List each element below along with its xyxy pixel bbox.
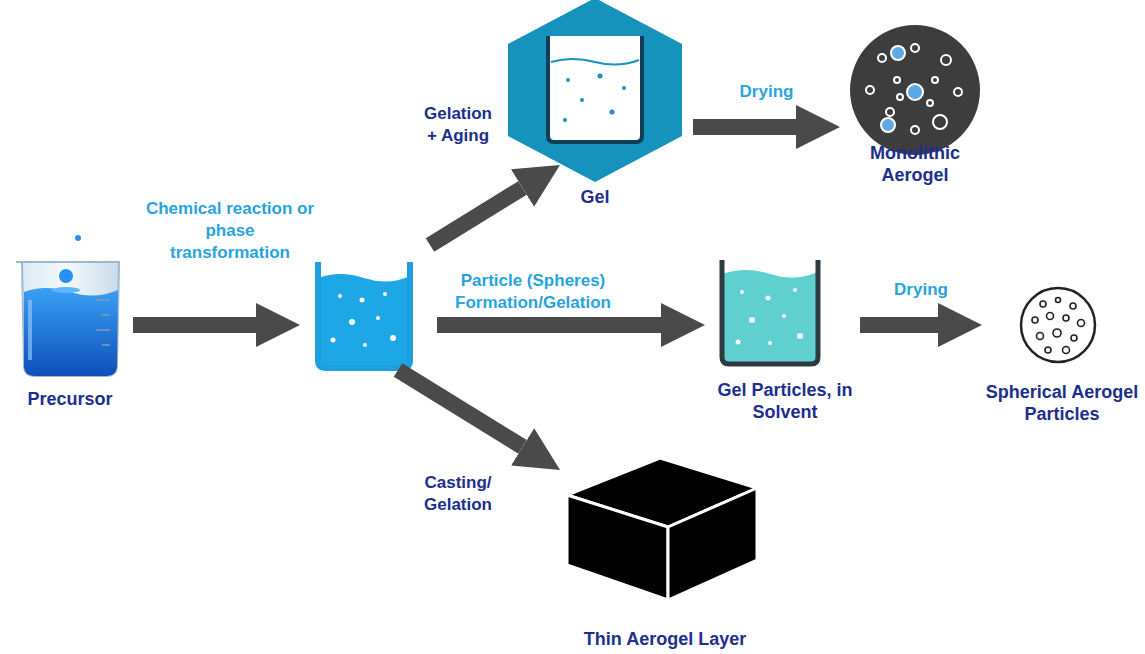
step-label: Particle (Spheres) Formation/Gelation — [433, 270, 633, 314]
aerogel-node: Monolithic Aerogel — [840, 20, 990, 186]
gel-particles-node: Gel Particles, in Solvent — [710, 255, 860, 423]
node-label: Gel — [497, 186, 693, 208]
precursor-node: Precursor — [6, 245, 134, 410]
node-label: Gel Particles, in Solvent — [710, 379, 860, 423]
node-label: Monolithic Aerogel — [840, 142, 990, 186]
step-label: Casting/ Gelation — [415, 472, 501, 516]
node-label: Precursor — [6, 388, 134, 410]
monolithic-aerogel-disc — [850, 25, 980, 155]
gel-node: Gel — [497, 0, 693, 208]
step-label: Chemical reaction or phase transformatio… — [145, 198, 315, 264]
thin-layer-node: Thin Aerogel Layer — [560, 455, 770, 650]
spherical-particles-node: Spherical Aerogel Particles — [982, 285, 1142, 425]
edge-label: Drying — [894, 279, 948, 301]
process-arrow — [133, 188, 661, 447]
step-label: Gelation + Aging — [419, 103, 497, 147]
precursor-beaker — [16, 235, 119, 376]
spherical-aerogel-particle — [1021, 288, 1095, 362]
node-label: Spherical Aerogel Particles — [982, 381, 1142, 425]
gel-hexagon — [508, 0, 682, 182]
edge-label: Drying — [740, 81, 794, 103]
gel-particles-beaker — [722, 260, 818, 364]
process-arrow — [693, 119, 796, 135]
reaction-beaker — [318, 262, 410, 368]
thin-layer-block — [567, 458, 757, 600]
process-arrow — [860, 317, 938, 333]
node-label: Thin Aerogel Layer — [560, 628, 770, 650]
